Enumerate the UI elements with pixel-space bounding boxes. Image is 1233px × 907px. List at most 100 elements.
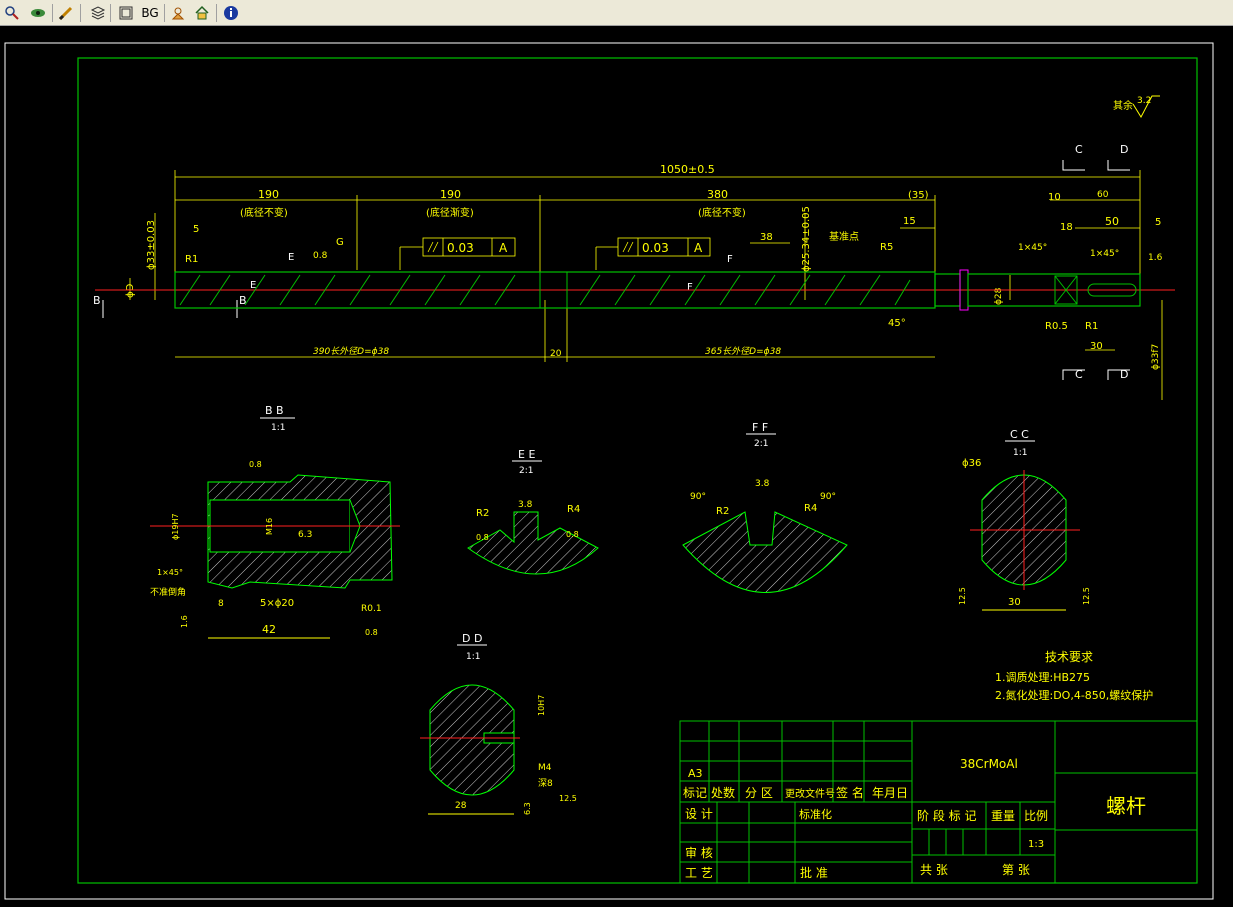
ee-scale: 2:1 bbox=[519, 466, 533, 476]
frame-icon[interactable] bbox=[116, 3, 136, 23]
cc-125a: 12.5 bbox=[958, 587, 967, 605]
tb-sheet-size: A3 bbox=[688, 767, 703, 780]
tb-process: 工 艺 bbox=[685, 866, 713, 880]
dim-overall-length: 1050±0.5 bbox=[660, 163, 715, 176]
tb-h-count: 处数 bbox=[711, 785, 735, 800]
dim-seg2-length: 190 bbox=[440, 188, 461, 201]
dim-20: 20 bbox=[550, 349, 562, 359]
bb-phi: ϕ19H7 bbox=[171, 513, 180, 540]
info-icon[interactable] bbox=[221, 3, 241, 23]
section-dd: D D 1:1 M4 深8 28 10H7 12.5 6.3 bbox=[420, 632, 577, 815]
dim-18: 18 bbox=[1060, 222, 1073, 233]
pen-icon[interactable] bbox=[56, 3, 76, 23]
tech-title: 技术要求 bbox=[1045, 650, 1093, 664]
section-cc: C C 1:1 ϕ36 30 12.5 12.5 bbox=[958, 428, 1091, 611]
ee-r4: R4 bbox=[567, 504, 580, 515]
label-roughness-16: 1.6 bbox=[1148, 253, 1163, 263]
dim-seg-tail: (35) bbox=[908, 190, 929, 201]
ff-r2: R2 bbox=[716, 506, 729, 517]
dd-63: 6.3 bbox=[523, 802, 532, 815]
dim-30: 30 bbox=[1090, 341, 1103, 352]
label-phi33: ϕ33±0.03 bbox=[146, 220, 157, 270]
section-f-top: F bbox=[727, 254, 733, 265]
cc-125b: 12.5 bbox=[1082, 587, 1091, 605]
tolerance-2-datum: A bbox=[694, 241, 703, 255]
label-phi-d: ϕD bbox=[125, 283, 136, 298]
dim-5-left: 5 bbox=[193, 224, 199, 235]
dim-5-right: 5 bbox=[1155, 217, 1161, 228]
dd-depth: 深8 bbox=[538, 778, 553, 789]
tb-h-mark: 标记 bbox=[683, 786, 707, 800]
tolerance-1-datum: A bbox=[499, 241, 508, 255]
tb-approve: 批 准 bbox=[800, 865, 828, 880]
bb-r1: R0.1 bbox=[361, 604, 382, 614]
tb-scale-label: 比例 bbox=[1024, 809, 1048, 823]
dim-45-angle: 45° bbox=[888, 318, 906, 329]
home-icon[interactable] bbox=[192, 3, 212, 23]
section-bb: B B 1:1 ϕ19H7 M16 6.3 1×45° 不准倒角 8 5×ϕ20… bbox=[150, 404, 400, 639]
sheet-inner-border bbox=[77, 57, 1198, 884]
cc-phi36: ϕ36 bbox=[962, 458, 981, 469]
zoom-icon[interactable] bbox=[2, 3, 22, 23]
tb-h-sign: 签 名 bbox=[836, 785, 864, 800]
bb-title: B B bbox=[265, 404, 284, 417]
ee-38: 3.8 bbox=[518, 500, 533, 510]
roughness-rest-value: 3.2 bbox=[1137, 96, 1151, 106]
cc-30: 30 bbox=[1008, 597, 1021, 608]
section-d-bottom: D bbox=[1120, 368, 1128, 381]
print-icon[interactable] bbox=[168, 3, 188, 23]
bb-42: 42 bbox=[262, 623, 276, 636]
tb-part-name: 螺杆 bbox=[1106, 794, 1146, 818]
label-phi33f7: ϕ33f7 bbox=[1151, 344, 1161, 370]
background-label: BG bbox=[141, 6, 159, 20]
ff-r4: R4 bbox=[804, 503, 817, 514]
dim-10: 10 bbox=[1048, 192, 1061, 203]
cc-scale: 1:1 bbox=[1013, 448, 1027, 458]
bb-scale: 1:1 bbox=[271, 423, 285, 433]
section-c-top: C bbox=[1075, 143, 1083, 156]
ee-r2: R2 bbox=[476, 508, 489, 519]
tb-stage: 阶 段 标 记 bbox=[917, 808, 976, 823]
dim-lower-right: 365长外径D=ϕ38 bbox=[705, 346, 781, 357]
section-d-top: D bbox=[1120, 143, 1128, 156]
label-r5: R5 bbox=[880, 242, 893, 253]
tech-line-1: 1.调质处理:HB275 bbox=[995, 671, 1090, 684]
title-block bbox=[679, 720, 1198, 884]
section-e-top: E bbox=[288, 252, 294, 263]
tb-h-zone: 分 区 bbox=[745, 786, 773, 800]
section-b-left: B bbox=[93, 294, 101, 307]
layers-icon[interactable] bbox=[88, 3, 108, 23]
tb-review: 审 核 bbox=[685, 845, 713, 860]
bb-8: 8 bbox=[218, 599, 224, 609]
tb-scale-value: 1:3 bbox=[1028, 839, 1044, 850]
section-b-right: B bbox=[239, 294, 247, 307]
section-ee: E E 2:1 3.8 R2 R4 0.8 0.8 bbox=[467, 448, 599, 575]
ff-38: 3.8 bbox=[755, 479, 770, 489]
bb-5x20: 5×ϕ20 bbox=[260, 598, 294, 609]
tb-standard: 标准化 bbox=[799, 807, 832, 821]
tolerance-2-value: 0.03 bbox=[642, 241, 669, 255]
label-roughness-08: 0.8 bbox=[313, 251, 328, 261]
label-r1-left: R1 bbox=[185, 254, 198, 265]
dim-15: 15 bbox=[903, 216, 916, 227]
bb-63: 6.3 bbox=[298, 530, 312, 540]
section-c-bottom: C bbox=[1075, 368, 1083, 381]
ff-90a: 90° bbox=[690, 492, 706, 502]
label-chamfer-1: 1×45° bbox=[1018, 243, 1047, 253]
dd-title: D D bbox=[462, 632, 482, 645]
background-button[interactable]: BG bbox=[139, 3, 161, 23]
view-icon[interactable] bbox=[28, 3, 48, 23]
bb-thread: M16 bbox=[265, 518, 274, 535]
screw-body bbox=[95, 269, 1175, 311]
dim-seg1-length: 190 bbox=[258, 188, 279, 201]
ee-title: E E bbox=[518, 448, 535, 461]
cad-drawing: 其余 3.2 1050±0.5 190 (底径不变) 190 (底径渐变) 38… bbox=[4, 42, 1214, 900]
dim-seg1-note: (底径不变) bbox=[240, 206, 288, 219]
tb-total: 共 张 bbox=[920, 863, 948, 877]
section-ff: F F 2:1 3.8 90° 90° R2 R4 bbox=[682, 421, 848, 593]
dim-38: 38 bbox=[760, 232, 773, 243]
ee-08b: 0.8 bbox=[566, 530, 579, 539]
bb-no-chamfer: 不准倒角 bbox=[150, 586, 186, 598]
label-datum-point: 基准点 bbox=[829, 230, 859, 243]
drawing-canvas[interactable]: 其余 3.2 1050±0.5 190 (底径不变) 190 (底径渐变) 38… bbox=[0, 27, 1233, 903]
